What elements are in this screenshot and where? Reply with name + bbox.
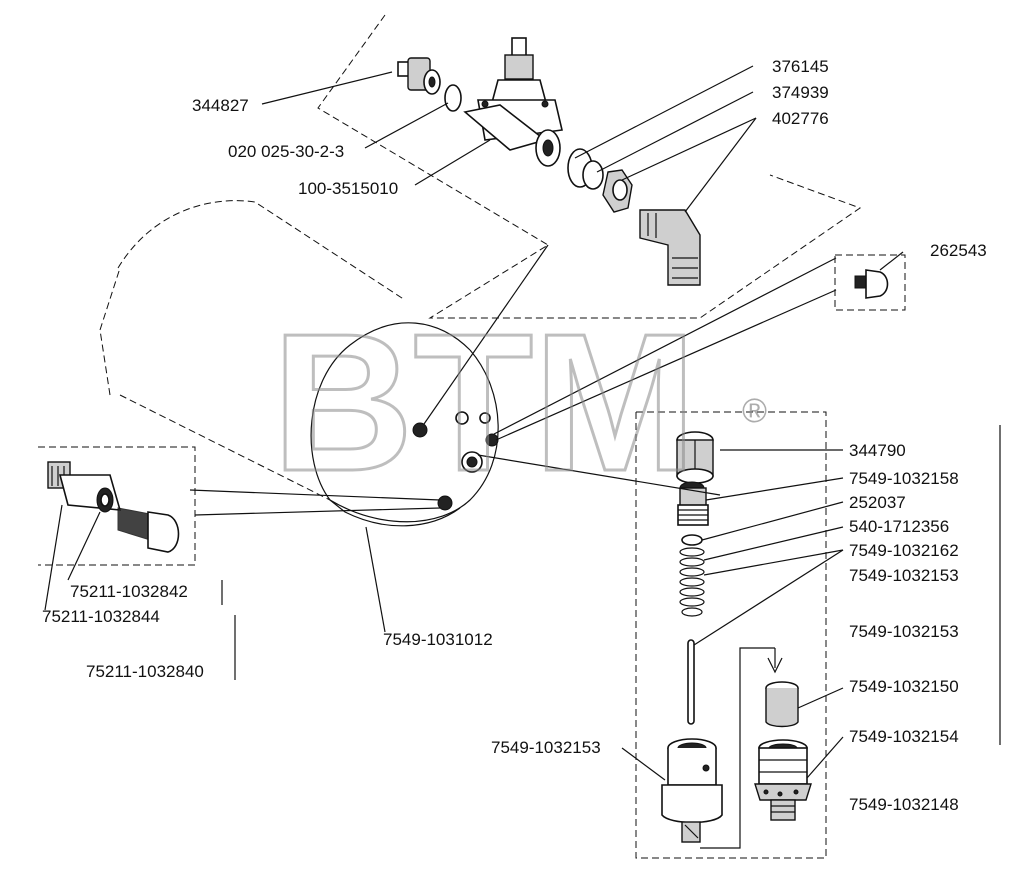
label-344827: 344827 [192, 96, 249, 115]
tank-port-right [485, 433, 499, 447]
cap-7549-1032150 [765, 681, 799, 728]
label-7549-1032158: 7549-1032158 [849, 469, 959, 488]
label-75211-1032844: 75211-1032844 [42, 607, 160, 626]
valve-7549-1032154 [754, 739, 812, 821]
drain-valve-parts [661, 431, 812, 849]
label-7549-1031012: 7549-1031012 [383, 630, 493, 649]
label-7549-1032153-c: 7549-1032153 [491, 738, 601, 757]
label-75211-1032840: 75211-1032840 [86, 662, 204, 681]
label-7549-1032148: 7549-1032148 [849, 795, 959, 814]
nut-344790 [676, 431, 714, 484]
plug-262543 [854, 269, 889, 299]
drain-valve-group-outline [635, 411, 827, 859]
label-262543: 262543 [930, 241, 987, 260]
fitting-group-outline [38, 446, 196, 566]
o-ring-020025 [444, 84, 462, 112]
part-labels: 344827 020 025-30-2-3 100-3515010 376145… [42, 57, 987, 814]
label-402776: 402776 [772, 109, 829, 128]
group-outlines [38, 14, 1001, 859]
label-374939: 374939 [772, 83, 829, 102]
label-376145: 376145 [772, 57, 829, 76]
tank-port-top [412, 422, 428, 438]
label-7549-1032150: 7549-1032150 [849, 677, 959, 696]
ring-252037 [681, 534, 703, 546]
watermark: BTM ® [271, 292, 768, 514]
registered-mark-icon: ® [742, 392, 767, 430]
elbow-402776 [639, 209, 701, 286]
spring-540-1712356 [679, 547, 705, 617]
label-7549-1032153-b: 7549-1032153 [849, 622, 959, 641]
tank-port-bottom [437, 495, 453, 511]
label-100-3515010: 100-3515010 [298, 179, 398, 198]
label-7549-1032162: 7549-1032162 [849, 541, 959, 560]
top-valve-parts [397, 37, 701, 286]
regulator-100-3515010 [463, 37, 563, 167]
air-tank [99, 200, 499, 527]
fitting-75211-1032840 [47, 461, 180, 553]
label-75211-1032842: 75211-1032842 [70, 582, 188, 601]
label-344790: 344790 [849, 441, 906, 460]
pin-7549-1032162 [687, 639, 695, 725]
housing-7549-1032153 [661, 738, 723, 843]
valve-group-outline [317, 14, 862, 319]
watermark-text: BTM [272, 293, 697, 512]
label-7549-1032153-a: 7549-1032153 [849, 566, 959, 585]
label-540-1712356: 540-1712356 [849, 517, 949, 536]
label-252037: 252037 [849, 493, 906, 512]
fitting-344827 [397, 57, 441, 95]
label-7549-1032154: 7549-1032154 [849, 727, 959, 746]
arrow-down-icon [767, 657, 783, 674]
plug-group-outline [834, 254, 906, 311]
leader-lines [44, 65, 904, 781]
washer-374939 [582, 160, 604, 190]
label-020025: 020 025-30-2-3 [228, 142, 344, 161]
